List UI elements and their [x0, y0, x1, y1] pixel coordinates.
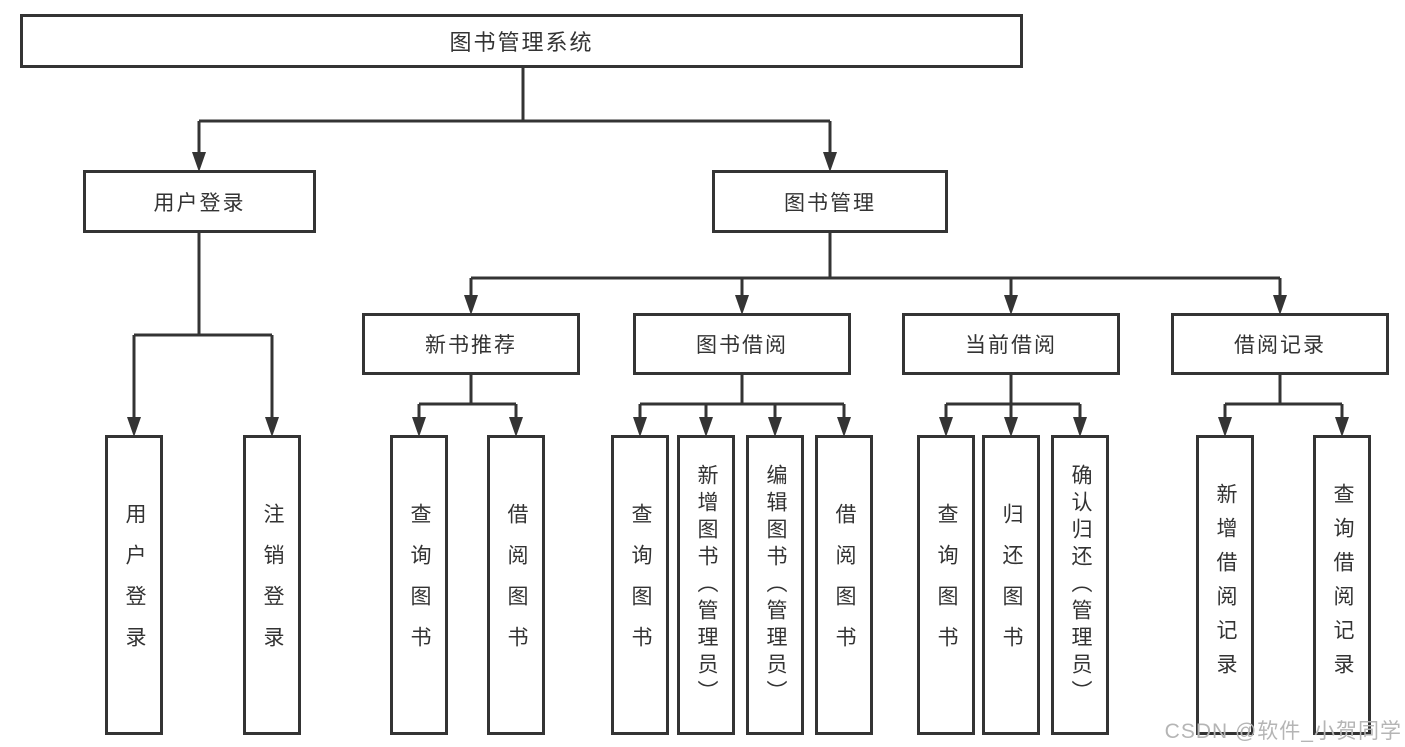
leaf-borrow-books-recommend: 借阅图书	[487, 435, 545, 735]
leaf-query-books-recommend: 查询图书	[390, 435, 448, 735]
leaf-add-borrow-record: 新增借阅记录	[1196, 435, 1254, 735]
node-user-login: 用户登录	[83, 170, 316, 233]
leaf-return-books: 归还图书	[982, 435, 1040, 735]
node-new-book-recommend: 新书推荐	[362, 313, 580, 375]
leaf-user-login: 用户登录	[105, 435, 163, 735]
node-book-borrow: 图书借阅	[633, 313, 851, 375]
leaf-confirm-return-admin: 确认归还（管理员）	[1051, 435, 1109, 735]
node-library-system: 图书管理系统	[20, 14, 1023, 68]
leaf-query-borrow-record: 查询借阅记录	[1313, 435, 1371, 735]
node-current-borrow: 当前借阅	[902, 313, 1120, 375]
leaf-add-books-admin: 新增图书（管理员）	[677, 435, 735, 735]
node-book-management: 图书管理	[712, 170, 948, 233]
leaf-borrow-books: 借阅图书	[815, 435, 873, 735]
node-borrow-records: 借阅记录	[1171, 313, 1389, 375]
leaf-query-books-borrow: 查询图书	[611, 435, 669, 735]
leaf-logout: 注销登录	[243, 435, 301, 735]
leaf-query-books-current: 查询图书	[917, 435, 975, 735]
csdn-watermark: CSDN @软件_小贺同学	[1164, 720, 1402, 743]
leaf-edit-books-admin: 编辑图书（管理员）	[746, 435, 804, 735]
